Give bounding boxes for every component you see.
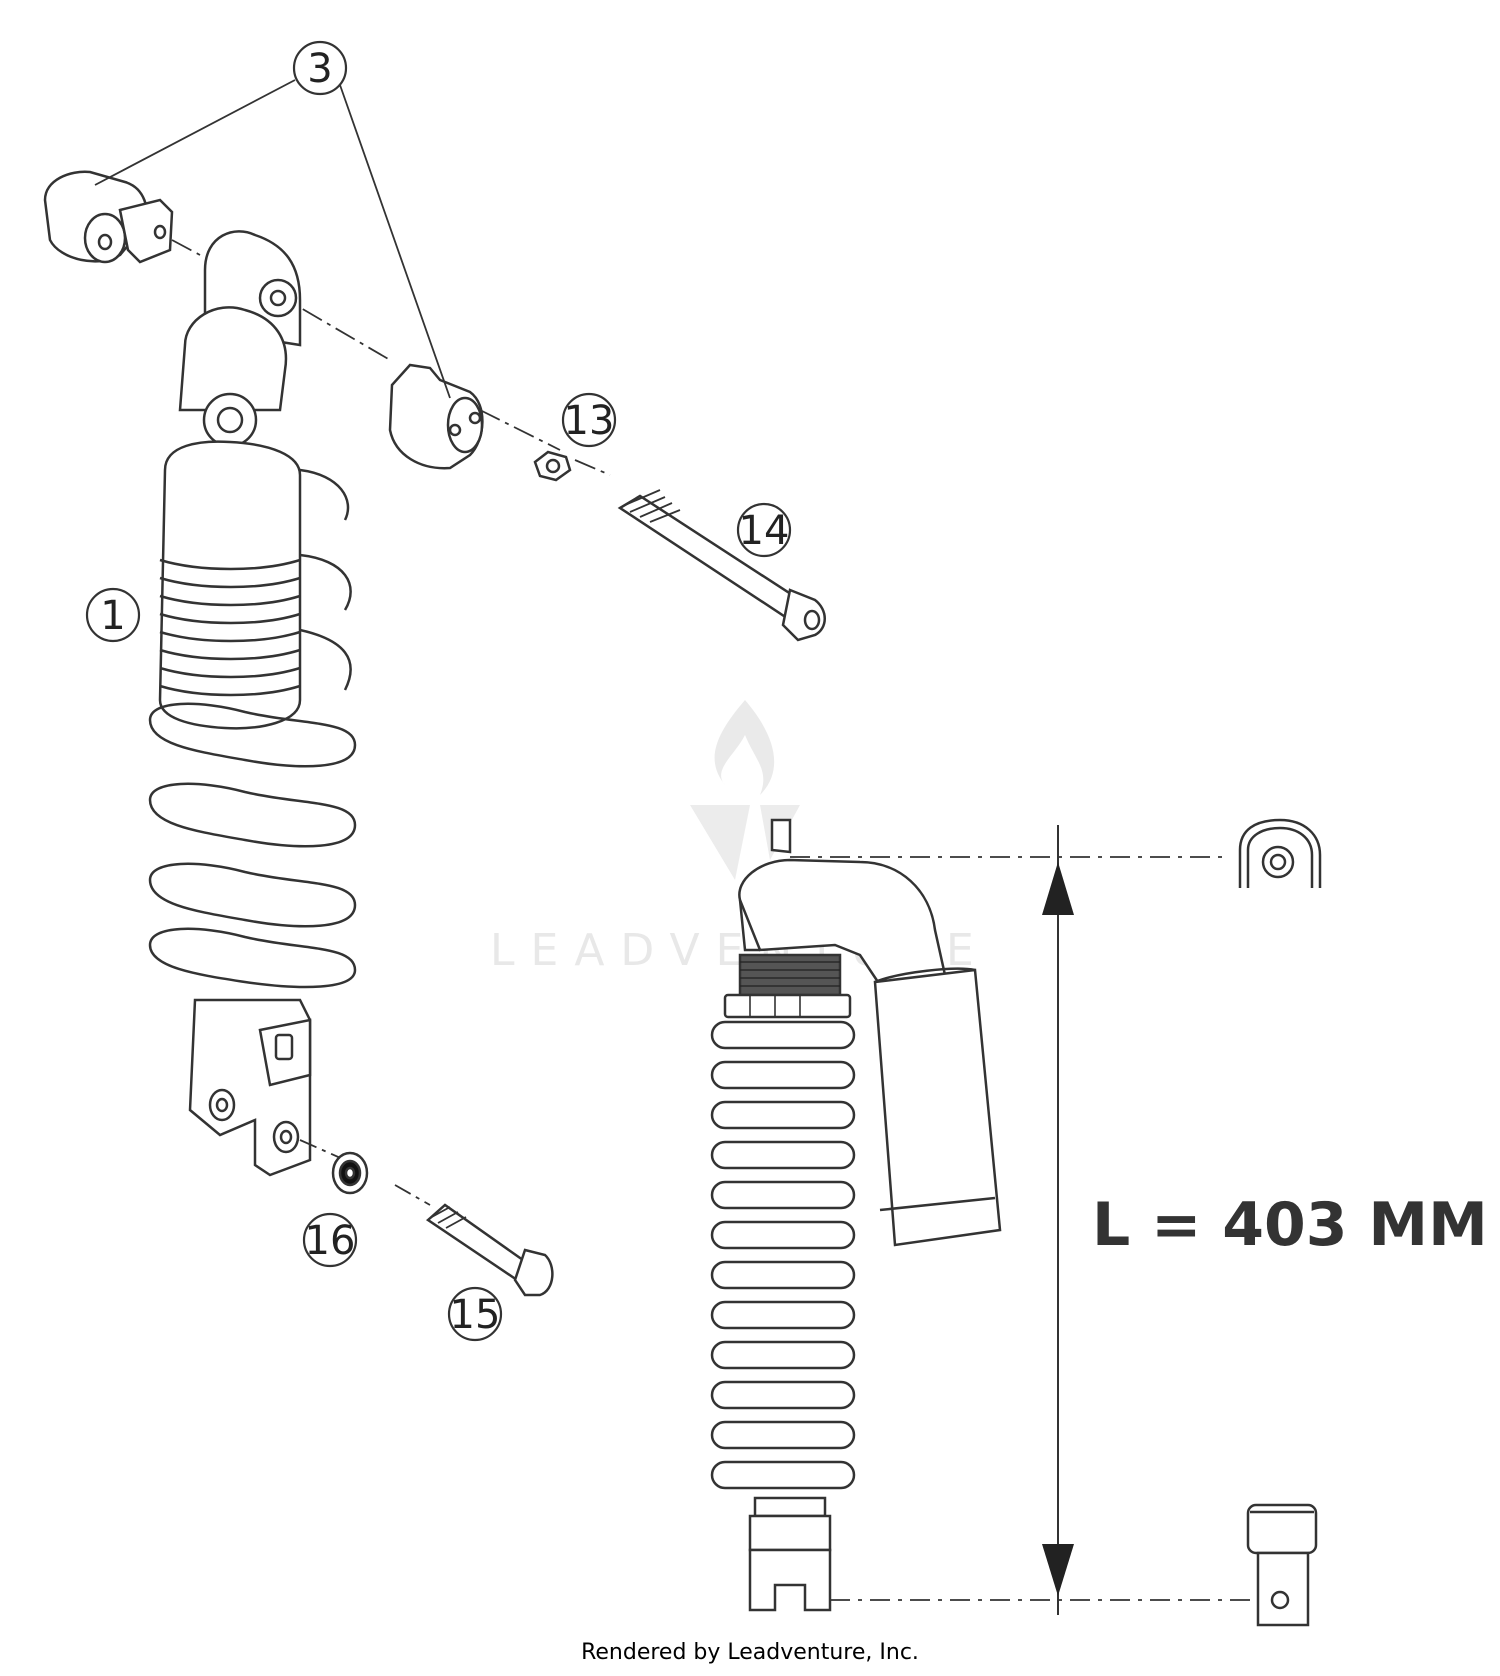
callout-16: 16 xyxy=(302,1212,358,1268)
washer-16 xyxy=(331,1151,369,1195)
shock-body xyxy=(158,440,302,730)
render-credit: Rendered by Leadventure, Inc. xyxy=(581,1640,919,1665)
callout-13-label: 13 xyxy=(564,398,615,444)
length-dimension xyxy=(790,825,1265,1615)
dimension-arrow-bottom-icon xyxy=(1042,1544,1074,1596)
bushing-lower xyxy=(388,363,484,470)
nut-13 xyxy=(533,450,572,482)
shock-absorber-exploded xyxy=(43,170,826,1297)
dimension-label: L = 403 MM xyxy=(1092,1190,1488,1260)
dimension-arrow-top-icon xyxy=(1042,862,1074,915)
callout-15: 15 xyxy=(447,1286,503,1342)
watermark-flame-icon xyxy=(714,700,775,795)
callout-leaders xyxy=(94,79,451,399)
callout-14: 14 xyxy=(736,502,792,558)
callout-16-label: 16 xyxy=(305,1218,356,1264)
bolt-15 xyxy=(425,1203,554,1297)
callout-3: 3 xyxy=(292,40,348,96)
callout-1: 1 xyxy=(85,587,141,643)
callout-14-label: 14 xyxy=(739,508,790,554)
bolt-14 xyxy=(617,489,826,642)
bushing-upper xyxy=(43,170,174,264)
callout-3-label: 3 xyxy=(307,46,332,92)
callout-13: 13 xyxy=(561,392,617,448)
callout-15-label: 15 xyxy=(450,1292,501,1338)
shock-absorber-assembled xyxy=(710,818,1002,1612)
top-eye-detail xyxy=(1238,818,1322,888)
callout-1-label: 1 xyxy=(100,593,125,639)
shock-top-eye xyxy=(178,230,302,448)
shock-bottom-clevis xyxy=(188,998,312,1177)
bottom-clevis-detail xyxy=(1246,1503,1318,1627)
shock-spring-right xyxy=(710,1020,856,1490)
shock-spring xyxy=(148,468,357,989)
